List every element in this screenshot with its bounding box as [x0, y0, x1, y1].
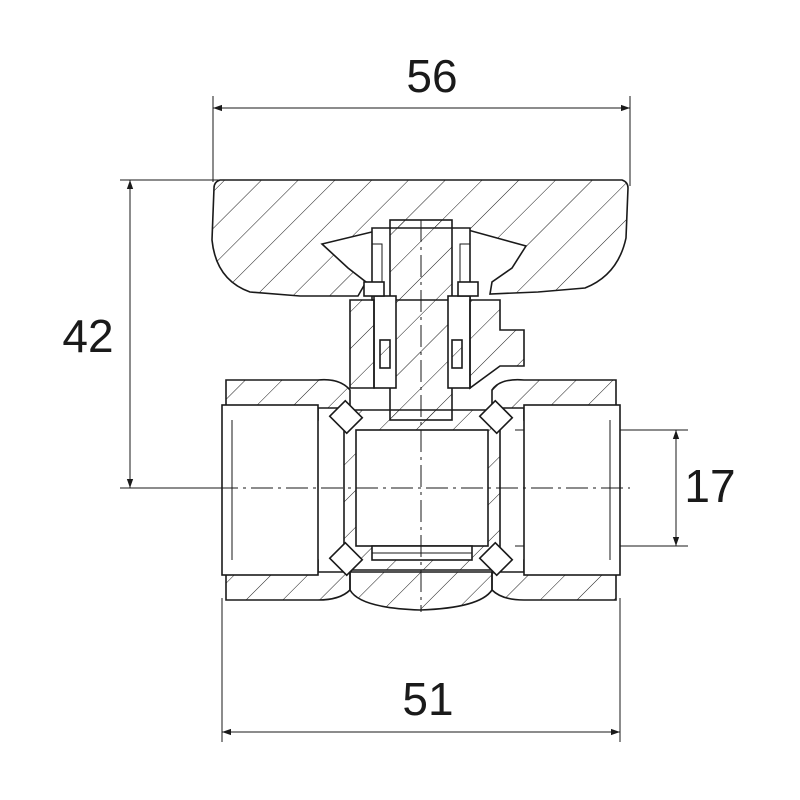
- valve-ball: [343, 409, 501, 571]
- seat-rings: [328, 399, 514, 577]
- dimension-bore-label: 17: [684, 460, 735, 512]
- valve-body: [221, 299, 621, 611]
- dimension-bore: 17: [515, 429, 736, 547]
- dimension-overall-width-label: 56: [406, 50, 457, 102]
- dimension-body-length: 51: [221, 598, 621, 742]
- dimension-body-length-label: 51: [402, 673, 453, 725]
- dimension-height: 42: [62, 179, 230, 489]
- center-lines: [216, 220, 630, 612]
- dimension-height-label: 42: [62, 310, 113, 362]
- dimension-overall-width: 56: [212, 50, 631, 186]
